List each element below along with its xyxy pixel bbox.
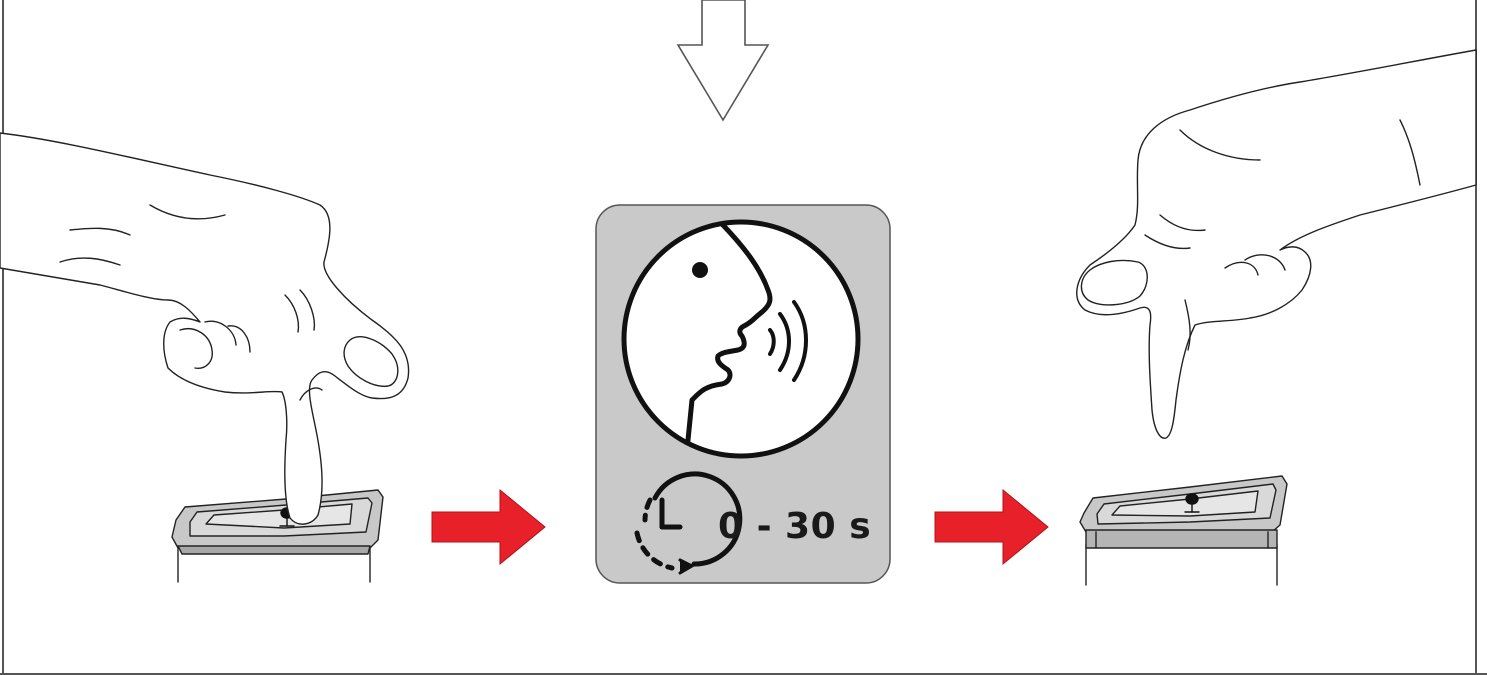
outline-down-arrow-icon <box>676 0 770 122</box>
left-hand <box>0 132 410 525</box>
remote-device <box>1079 475 1288 586</box>
speak-panel <box>595 204 891 584</box>
remote-device <box>171 489 384 583</box>
hand-releasing-microphone-button-icon <box>1076 49 1477 586</box>
speaking-head-icon <box>621 219 861 459</box>
microphone-icon <box>1184 493 1200 513</box>
timer-icon <box>634 471 743 575</box>
right-hand <box>1076 49 1477 439</box>
hand-pressing-microphone-button-icon <box>0 132 410 583</box>
red-right-arrow-icon <box>431 488 546 566</box>
duration-label: 0 - 30 s <box>718 506 872 547</box>
red-right-arrow-icon <box>934 488 1049 566</box>
